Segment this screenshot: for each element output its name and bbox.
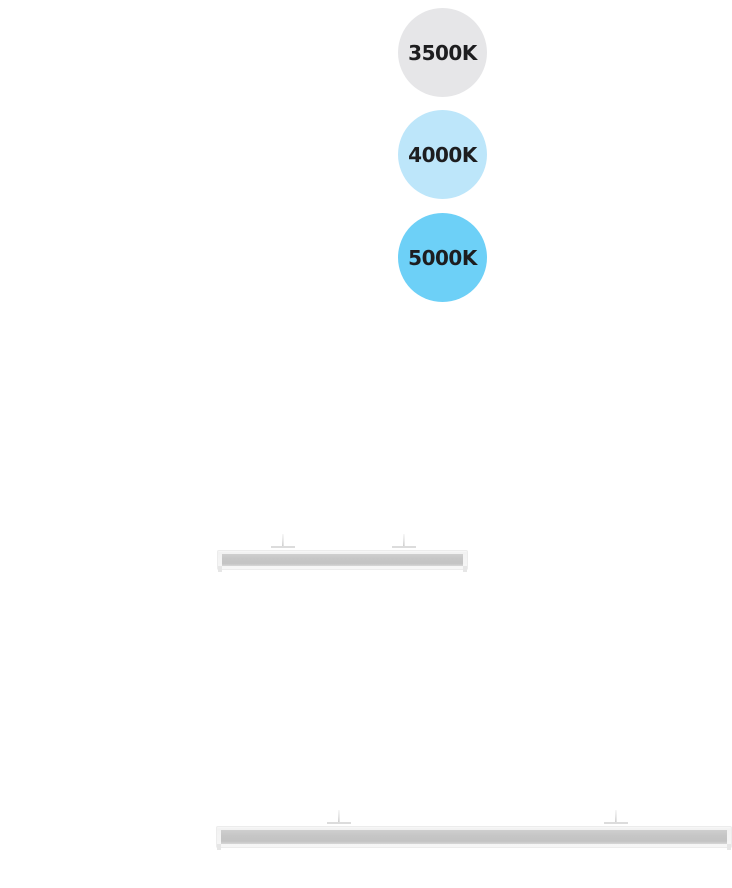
fixture-endcap — [727, 844, 731, 850]
suspension-hanger-icon — [392, 534, 416, 550]
fixture-endcap — [218, 566, 222, 572]
suspension-hanger-icon — [327, 810, 351, 826]
short-linear-pendant-image — [217, 534, 468, 572]
cct-swatch-5000k[interactable]: 5000K — [398, 213, 487, 302]
cct-swatch-4000k[interactable]: 4000K — [398, 110, 487, 199]
fixture-housing — [216, 826, 732, 848]
fixture-lens — [222, 554, 463, 566]
suspension-hanger-icon — [604, 810, 628, 826]
cct-swatch-3500k[interactable]: 3500K — [398, 8, 487, 97]
fixture-endcap — [463, 566, 467, 572]
fixture-housing — [217, 550, 468, 570]
long-linear-pendant-image — [216, 808, 732, 850]
fixture-endcap — [217, 844, 221, 850]
suspension-hanger-icon — [271, 534, 295, 550]
fixture-lens — [221, 830, 727, 844]
cct-label: 4000K — [408, 142, 477, 167]
cct-label: 5000K — [408, 245, 477, 270]
cct-label: 3500K — [408, 40, 477, 65]
